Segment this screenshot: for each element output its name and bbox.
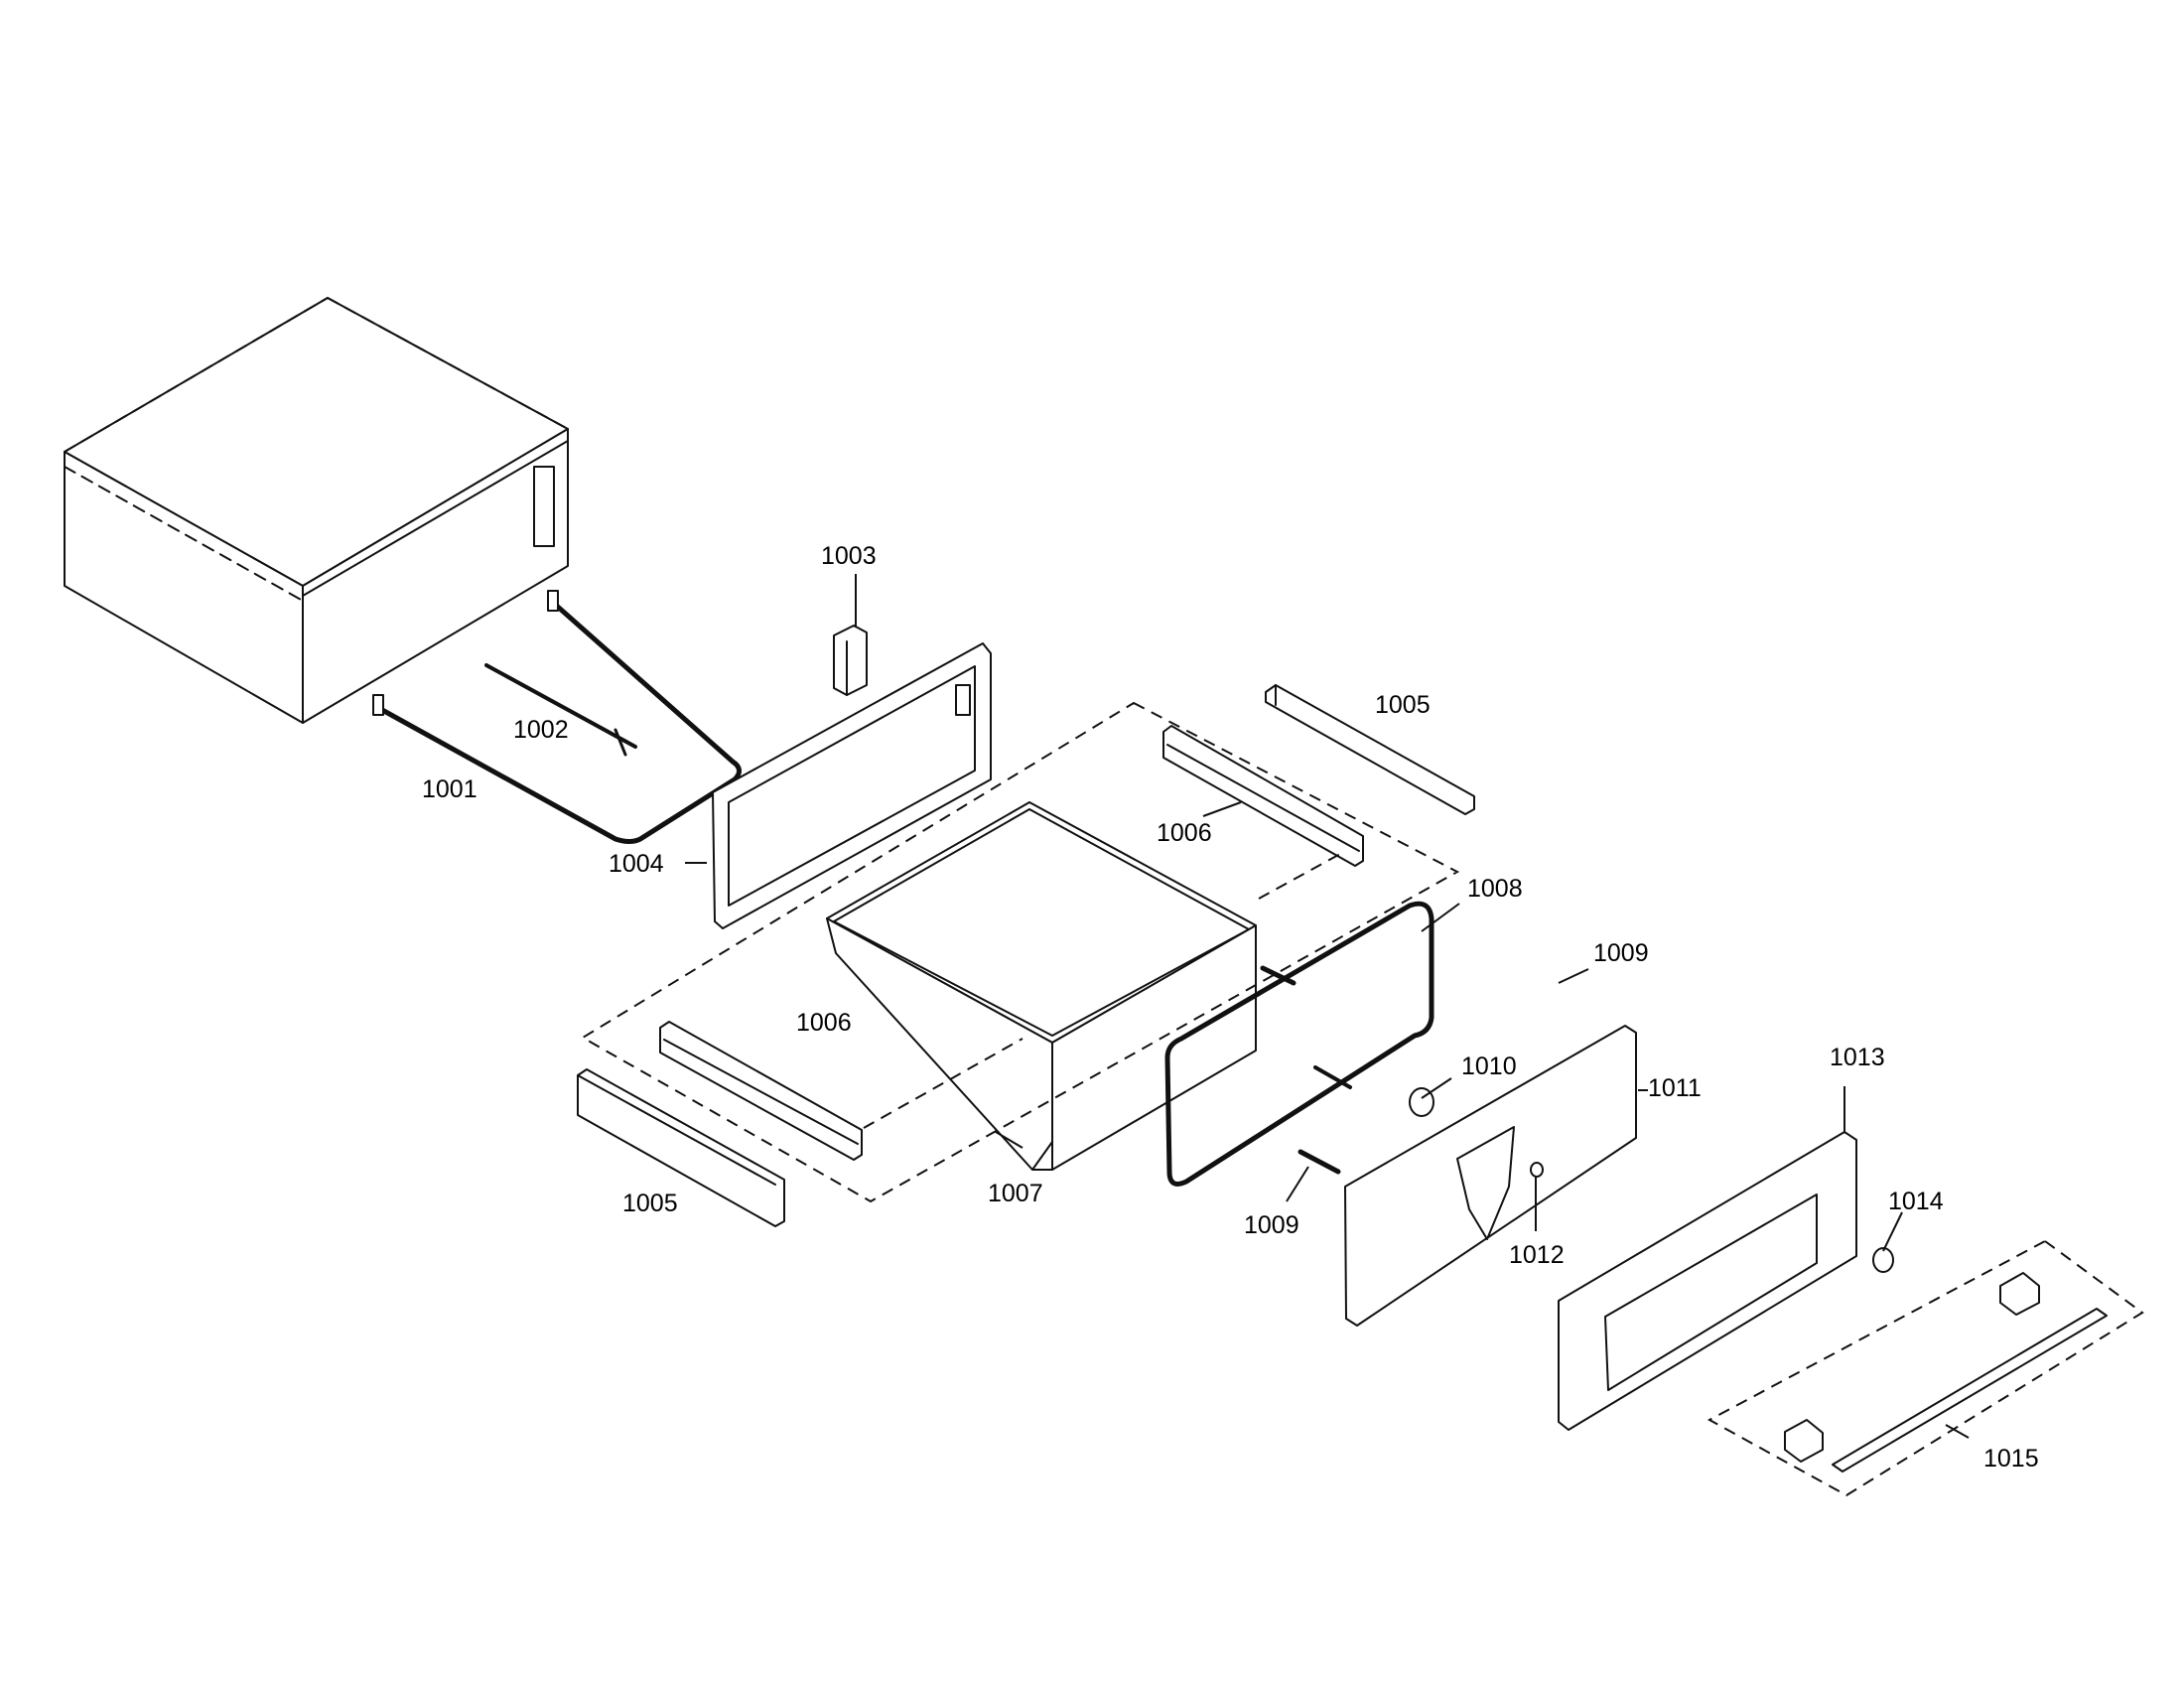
- label-1009-bottom: 1009: [1244, 1211, 1299, 1239]
- label-1010: 1010: [1461, 1052, 1517, 1080]
- label-1004: 1004: [609, 850, 664, 878]
- label-1009-top: 1009: [1593, 939, 1649, 967]
- part-1007-drawer: [826, 801, 1257, 1171]
- slide-guide-bottom: [863, 1038, 1024, 1129]
- label-1005-top: 1005: [1375, 691, 1431, 719]
- label-1002: 1002: [513, 716, 569, 744]
- label-1015: 1015: [1983, 1445, 2039, 1473]
- label-1006-top: 1006: [1157, 819, 1212, 847]
- label-1008: 1008: [1467, 875, 1523, 903]
- part-1007-dashed-group: [581, 701, 1460, 1203]
- part-1002-rod: [484, 663, 637, 757]
- label-1014: 1014: [1888, 1188, 1944, 1215]
- label-1001: 1001: [422, 775, 478, 803]
- part-1015-handle: [1784, 1272, 2108, 1473]
- part-1013-outer-door: [1558, 1131, 1857, 1431]
- part-1015-dashed-group: [1706, 1239, 2144, 1497]
- label-1003: 1003: [821, 542, 877, 570]
- part-1014-bushing: [1872, 1247, 1894, 1273]
- cabinet-housing: [64, 297, 569, 724]
- part-1001-frame: [372, 590, 742, 844]
- part-1005-bottom-rail: [577, 1068, 785, 1227]
- part-1012-screw: [1530, 1162, 1544, 1178]
- part-1004-front-frame: [712, 642, 992, 929]
- part-1006-top-slide: [1162, 725, 1364, 867]
- part-1008-gasket: [1164, 901, 1434, 1187]
- part-1009-pin-mid: [1313, 1065, 1352, 1089]
- part-1003-switch: [833, 625, 868, 696]
- part-1005-top-rail: [1265, 684, 1475, 815]
- slide-guide-top: [1258, 853, 1341, 900]
- part-1009-pin-bottom: [1297, 1149, 1341, 1175]
- label-1013: 1013: [1830, 1044, 1885, 1071]
- part-1011-inner-panel: [1344, 1025, 1637, 1327]
- label-1011: 1011: [1648, 1074, 1702, 1102]
- label-1012: 1012: [1509, 1241, 1565, 1269]
- label-1005-bottom: 1005: [622, 1190, 678, 1217]
- label-1007: 1007: [988, 1180, 1043, 1207]
- label-1006-bottom: 1006: [796, 1009, 852, 1037]
- part-1009-pin-top: [1260, 965, 1297, 986]
- leader-lines: [685, 574, 1970, 1439]
- part-1006-bottom-slide: [659, 1021, 863, 1161]
